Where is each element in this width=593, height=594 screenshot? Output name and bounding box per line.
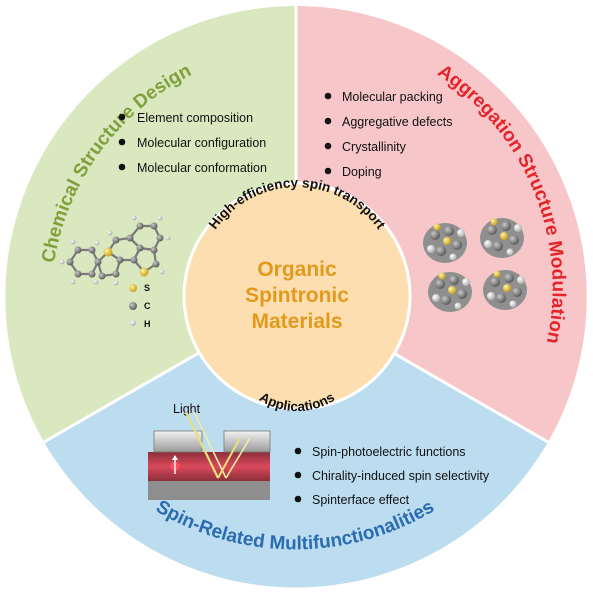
light-beam: [185, 411, 219, 479]
chemical-bullet-list: Element composition Molecular configurat…: [118, 111, 267, 175]
spin-bullet-list: Spin-photoelectric functions Chirality-i…: [294, 445, 490, 507]
light-beam: [217, 437, 241, 479]
aggregation-bullet-4: Doping: [342, 165, 382, 179]
chemical-bullet-3: Molecular conformation: [137, 161, 267, 175]
spin-bullet-3: Spinterface effect: [312, 493, 410, 507]
chemical-bullet-2: Molecular configuration: [137, 136, 266, 150]
molecule-atoms: [59, 215, 171, 286]
device-substrate: [148, 481, 270, 500]
left-electrode: [153, 430, 203, 453]
sulfur-swatch: [129, 284, 137, 292]
crystal-cluster: [423, 223, 467, 263]
spin-bullet-1: Spin-photoelectric functions: [312, 445, 466, 459]
chemical-bullet-1: Element composition: [137, 111, 253, 125]
aggregation-bullet-2: Aggregative defects: [342, 115, 453, 129]
bullet-dot: [324, 92, 332, 100]
hydrogen-swatch: [130, 320, 136, 326]
legend-sulfur: S: [144, 283, 150, 293]
spin-arrowhead: [172, 455, 178, 460]
aggregation-bullet-3: Crystallinity: [342, 140, 407, 154]
device-illustration: Light: [148, 402, 271, 500]
bullet-dot: [118, 113, 126, 121]
bullet-dot: [118, 138, 126, 146]
center-circle: [182, 181, 412, 411]
light-beam: [225, 437, 251, 479]
aggregation-bullet-1: Molecular packing: [342, 90, 443, 104]
bullet-dot: [294, 447, 302, 455]
bullet-dot: [324, 142, 332, 150]
bullet-dot: [324, 167, 332, 175]
spin-bullet-2: Chirality-induced spin selectivity: [312, 469, 490, 483]
bullet-dot: [294, 495, 302, 503]
aggregation-bullet-list: Molecular packing Aggregative defects Cr…: [324, 90, 453, 179]
bullet-dot: [118, 163, 126, 171]
center-line-3: Materials: [251, 310, 342, 333]
crystal-packing-illustration: [423, 218, 527, 312]
carbon-swatch: [129, 302, 137, 310]
bullet-dot: [324, 117, 332, 125]
legend-hydrogen: H: [144, 319, 151, 329]
crystal-cluster: [428, 272, 472, 312]
light-beam: [193, 411, 227, 479]
crystal-cluster: [480, 218, 524, 258]
center-line-2: Spintronic: [245, 284, 349, 307]
legend-carbon: C: [144, 301, 151, 311]
bullet-dot: [294, 471, 302, 479]
atom-legend: S C H: [129, 283, 151, 329]
crystal-cluster: [483, 270, 527, 310]
center-line-1: Organic: [257, 258, 337, 281]
device-active-layer: [148, 452, 270, 481]
